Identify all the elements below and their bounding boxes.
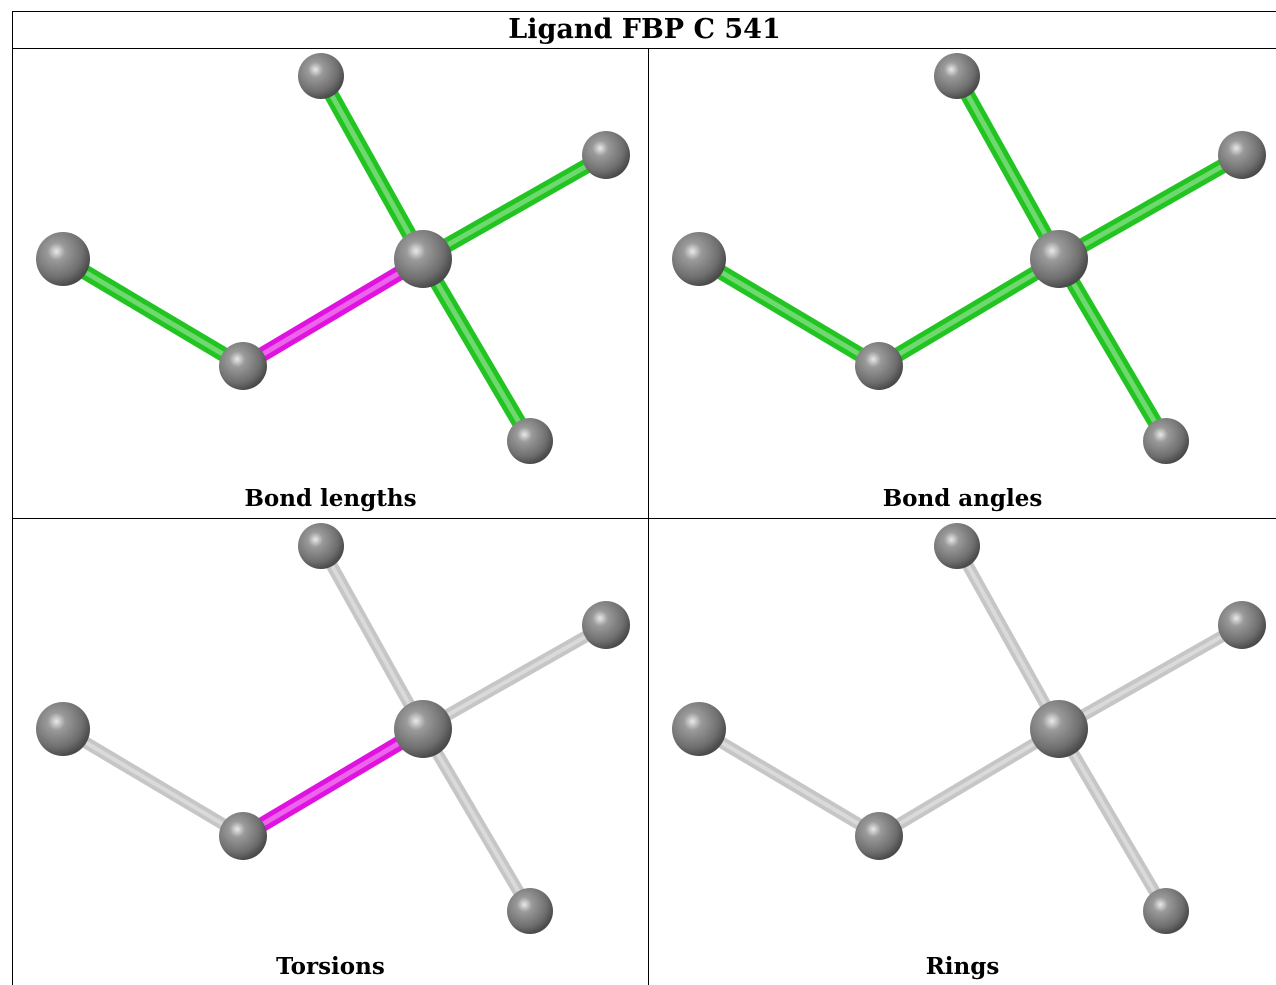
panel-rings: Rings xyxy=(649,519,1276,985)
atom-bridge xyxy=(855,342,903,390)
bond-magenta xyxy=(239,252,427,373)
atom-left xyxy=(672,232,726,286)
atom-center xyxy=(394,230,452,288)
atom-top xyxy=(934,523,980,569)
atom-top xyxy=(298,53,344,99)
panel-bond-angles: Bond angles xyxy=(649,49,1276,519)
bond-green xyxy=(314,72,430,263)
atom-center xyxy=(1030,700,1088,758)
caption-bond-angles: Bond angles xyxy=(882,485,1043,512)
bond-green xyxy=(1055,148,1246,266)
atom-center xyxy=(394,700,452,758)
atom-bottom xyxy=(1143,418,1189,464)
bond-green xyxy=(1052,255,1173,445)
molecule-bond-angles xyxy=(672,53,1266,464)
bond-grey xyxy=(420,619,609,735)
atom-center xyxy=(1030,230,1088,288)
bond-green xyxy=(695,252,883,373)
bond-green xyxy=(59,252,247,373)
caption-rings: Rings xyxy=(925,953,1000,980)
bond-grey xyxy=(1053,725,1172,915)
bond-green xyxy=(875,252,1063,373)
figure-title: Ligand FBP C 541 xyxy=(12,11,1276,49)
bond-green xyxy=(416,255,537,445)
atom-top xyxy=(934,53,980,99)
molecule-torsions xyxy=(36,523,630,934)
atom-bottom xyxy=(507,418,553,464)
atom-right xyxy=(1218,131,1266,179)
bond-magenta xyxy=(239,722,427,843)
bond-grey xyxy=(875,723,1063,842)
atom-bridge xyxy=(219,812,267,860)
atom-left xyxy=(36,232,90,286)
atom-right xyxy=(582,131,630,179)
caption-torsions: Torsions xyxy=(276,953,385,980)
atom-left xyxy=(672,702,726,756)
atom-bridge xyxy=(219,342,267,390)
atom-bottom xyxy=(1143,888,1189,934)
atom-bottom xyxy=(507,888,553,934)
bond-grey xyxy=(417,725,536,915)
bond-grey xyxy=(59,723,247,842)
molecule-rings xyxy=(672,523,1266,934)
atom-left xyxy=(36,702,90,756)
bond-green xyxy=(419,148,610,266)
atom-top xyxy=(298,523,344,569)
bond-green xyxy=(950,72,1066,263)
panel-torsions: Torsions xyxy=(12,519,649,985)
bond-grey xyxy=(951,543,1065,732)
atom-right xyxy=(582,601,630,649)
caption-bond-lengths: Bond lengths xyxy=(244,485,417,512)
bond-grey xyxy=(1056,619,1245,735)
atom-right xyxy=(1218,601,1266,649)
bond-grey xyxy=(315,543,429,732)
panel-bond-lengths: Bond lengths xyxy=(12,49,649,519)
molecule-bond-lengths xyxy=(36,53,630,464)
bond-grey xyxy=(695,723,883,842)
atom-bridge xyxy=(855,812,903,860)
